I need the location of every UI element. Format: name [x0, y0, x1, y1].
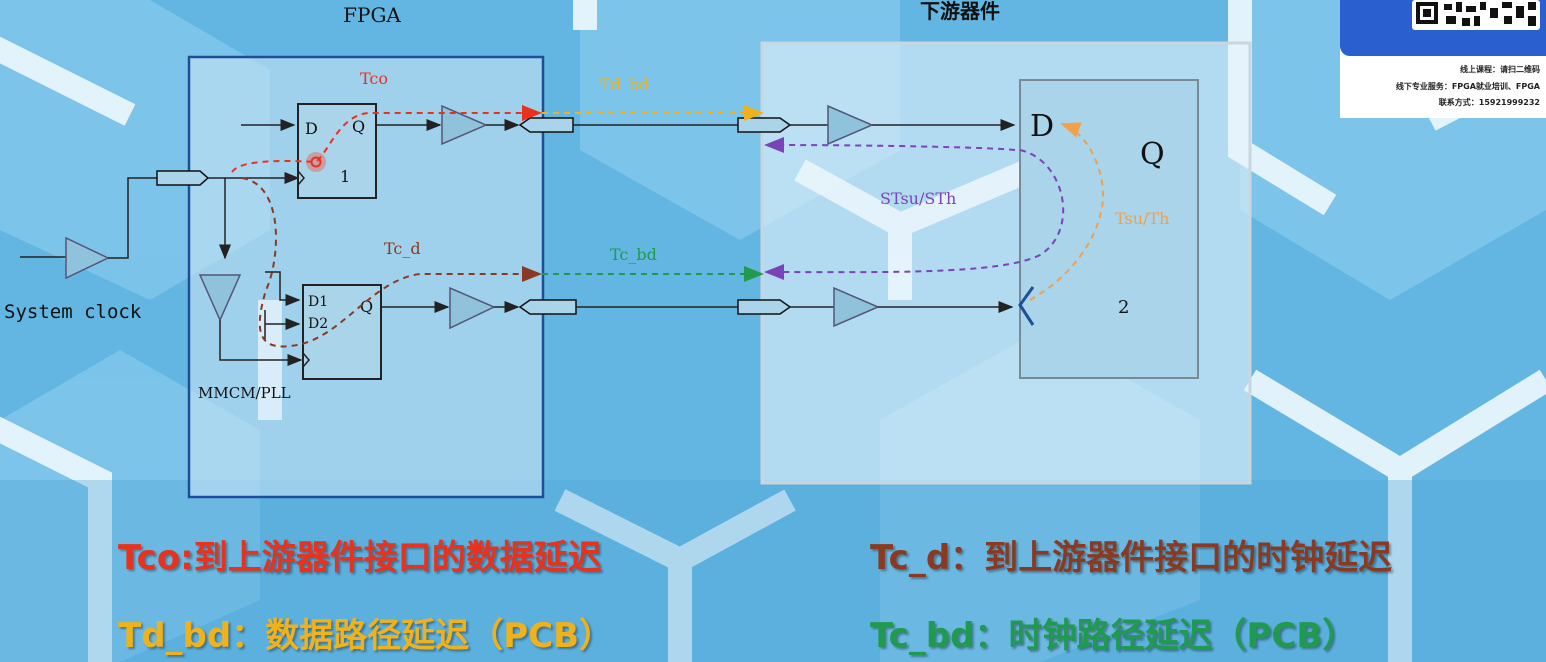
- tco-path: [231, 105, 542, 173]
- caption-td-bd-key: Td_bd：: [118, 616, 266, 656]
- tc-bd-label: Tc_bd: [610, 245, 657, 264]
- td-bd-label: Td_bd: [600, 75, 649, 94]
- fpga-clock-output-pad: [518, 299, 577, 315]
- caption-tc-d: Tc_d：到上游器件接口的时钟延迟: [870, 530, 1392, 579]
- caption-tco-text: 到上游器件接口的数据延迟: [193, 538, 602, 578]
- downstream-ff-number: 2: [1118, 297, 1129, 318]
- mmcm-pll-label: MMCM/PLL: [198, 384, 291, 402]
- contact-panel: 线上课程：请扫二维码 线下专业服务：FPGA就业培训、FPGA 联系方式：159…: [1340, 0, 1546, 118]
- downstream-ff-d: D: [1030, 109, 1054, 144]
- downstream-clock-buffer: [833, 286, 880, 328]
- downstream-clock-input-pad: [737, 299, 792, 315]
- caption-td-bd: Td_bd：数据路径延迟（PCB）: [118, 608, 613, 657]
- ff1-number: 1: [340, 167, 350, 186]
- downstream-ff-block: [1019, 79, 1199, 379]
- caption-tco: Tco:到上游器件接口的数据延迟: [118, 530, 602, 579]
- qr-code: [1412, 0, 1540, 30]
- ff1-q-label: Q: [352, 117, 365, 136]
- ff1-output-buffer: [441, 104, 488, 146]
- caption-tc-bd-key: Tc_bd：: [870, 616, 1009, 656]
- caption-tc-bd: Tc_bd：时钟路径延迟（PCB）: [870, 608, 1356, 657]
- contact-line-phone: 联系方式：15921999232: [1438, 98, 1540, 107]
- clock-input-pad: [156, 170, 210, 186]
- caption-td-bd-text: 数据路径延迟（PCB）: [265, 616, 614, 656]
- system-clock-label: System clock: [4, 301, 142, 323]
- tc-d-label: Tc_d: [384, 239, 421, 258]
- tc-d-path: [241, 177, 542, 348]
- fpga-data-output-pad: [518, 117, 574, 133]
- caption-tc-bd-text: 时钟路径延迟（PCB）: [1008, 616, 1357, 656]
- ff2-d1-label: D1: [308, 294, 328, 310]
- contact-panel-banner: [1340, 0, 1546, 56]
- mmcm-pll-buffer: [198, 274, 242, 322]
- caption-tco-key: Tco:: [118, 538, 194, 578]
- stsu-sth-path: [764, 149, 1065, 281]
- fpga-title: FPGA: [343, 3, 401, 27]
- downstream-data-buffer: [827, 104, 874, 146]
- ff2-d2-label: D2: [308, 316, 328, 332]
- tco-label: Tco: [360, 69, 388, 88]
- ff2-q-label: Q: [360, 297, 373, 316]
- tsu-th-label: Tsu/Th: [1115, 209, 1169, 228]
- contact-line-offline: 线下专业服务：FPGA就业培训、FPGA: [1395, 82, 1540, 91]
- caption-tc-d-key: Tc_d：: [870, 538, 985, 578]
- contact-line-online: 线上课程：请扫二维码: [1460, 65, 1540, 74]
- stsu-sth-label: STsu/STh: [880, 189, 956, 208]
- ff2-output-buffer: [449, 286, 496, 330]
- fpga-ff1: [297, 103, 377, 199]
- downstream-data-input-pad: [737, 117, 792, 133]
- downstream-clock-symbol: [1018, 286, 1035, 326]
- downstream-title: 下游器件: [920, 0, 1000, 23]
- caption-tc-d-text: 到上游器件接口的时钟延迟: [984, 538, 1393, 578]
- ff1-d-label: D: [305, 119, 318, 138]
- downstream-ff-q: Q: [1140, 137, 1165, 172]
- system-clock-buffer: [65, 236, 110, 280]
- tsu-th-path: [1029, 122, 1105, 301]
